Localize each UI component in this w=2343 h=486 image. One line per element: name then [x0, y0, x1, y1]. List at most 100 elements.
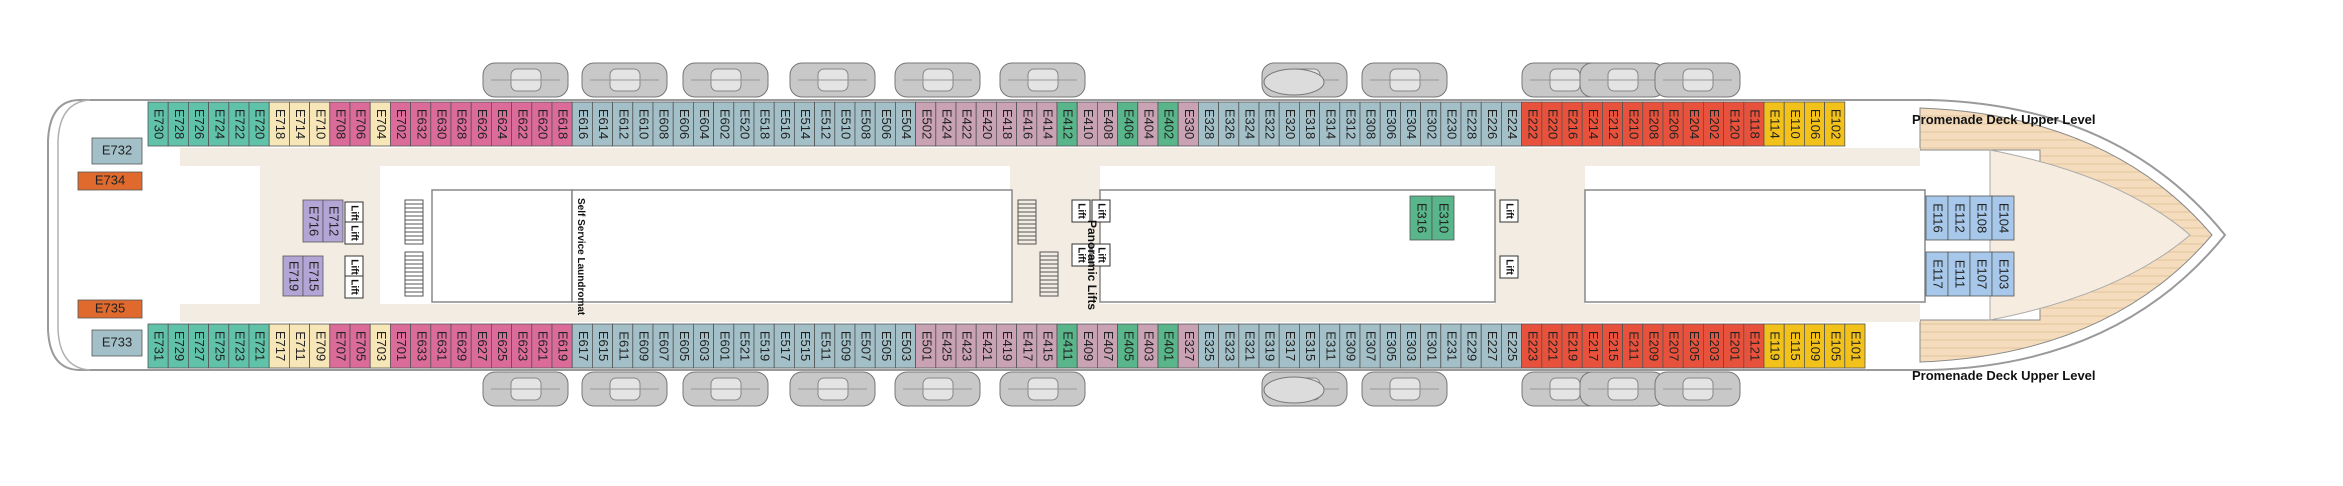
- cabin-e628[interactable]: E628: [450, 101, 472, 147]
- cabin-e112[interactable]: E112: [1947, 195, 1971, 241]
- cabin-e211[interactable]: E211: [1622, 323, 1644, 369]
- cabin-e230[interactable]: E230: [1440, 101, 1462, 147]
- cabin-e706[interactable]: E706: [349, 101, 371, 147]
- cabin-e424[interactable]: E424: [935, 101, 957, 147]
- cabin-e111[interactable]: E111: [1947, 251, 1971, 297]
- cabin-e733[interactable]: E733: [91, 329, 143, 357]
- cabin-e106[interactable]: E106: [1804, 101, 1826, 147]
- cabin-e512[interactable]: E512: [814, 101, 836, 147]
- cabin-e412[interactable]: E412: [1056, 101, 1078, 147]
- cabin-e217[interactable]: E217: [1581, 323, 1603, 369]
- cabin-e735[interactable]: E735: [77, 299, 143, 319]
- cabin-e118[interactable]: E118: [1743, 101, 1765, 147]
- cabin-e109[interactable]: E109: [1804, 323, 1826, 369]
- cabin-e510[interactable]: E510: [834, 101, 856, 147]
- cabin-e405[interactable]: E405: [1117, 323, 1139, 369]
- cabin-e708[interactable]: E708: [329, 101, 351, 147]
- cabin-e701[interactable]: E701: [389, 323, 411, 369]
- cabin-e607[interactable]: E607: [652, 323, 674, 369]
- cabin-e220[interactable]: E220: [1541, 101, 1563, 147]
- cabin-e104[interactable]: E104: [1991, 195, 2015, 241]
- cabin-e114[interactable]: E114: [1763, 101, 1785, 147]
- cabin-e505[interactable]: E505: [874, 323, 896, 369]
- cabin-e402[interactable]: E402: [1157, 101, 1179, 147]
- cabin-e508[interactable]: E508: [854, 101, 876, 147]
- cabin-e611[interactable]: E611: [612, 323, 634, 369]
- cabin-e419[interactable]: E419: [996, 323, 1018, 369]
- lift-9[interactable]: Lift: [1499, 199, 1519, 223]
- cabin-e514[interactable]: E514: [794, 101, 816, 147]
- cabin-e302[interactable]: E302: [1420, 101, 1442, 147]
- cabin-e711[interactable]: E711: [288, 323, 310, 369]
- lift-2[interactable]: Lift: [344, 221, 364, 245]
- cabin-e724[interactable]: E724: [208, 101, 230, 147]
- cabin-e707[interactable]: E707: [329, 323, 351, 369]
- cabin-e207[interactable]: E207: [1662, 323, 1684, 369]
- cabin-e115[interactable]: E115: [1783, 323, 1805, 369]
- lift-6[interactable]: Lift: [1091, 199, 1111, 223]
- cabin-e319[interactable]: E319: [1258, 323, 1280, 369]
- cabin-e204[interactable]: E204: [1682, 101, 1704, 147]
- cabin-e714[interactable]: E714: [288, 101, 310, 147]
- cabin-e615[interactable]: E615: [592, 323, 614, 369]
- cabin-e107[interactable]: E107: [1969, 251, 1993, 297]
- cabin-e327[interactable]: E327: [1177, 323, 1199, 369]
- cabin-e608[interactable]: E608: [652, 101, 674, 147]
- cabin-e629[interactable]: E629: [450, 323, 472, 369]
- cabin-e205[interactable]: E205: [1682, 323, 1704, 369]
- cabin-e621[interactable]: E621: [531, 323, 553, 369]
- cabin-e214[interactable]: E214: [1581, 101, 1603, 147]
- cabin-e305[interactable]: E305: [1379, 323, 1401, 369]
- cabin-e614[interactable]: E614: [592, 101, 614, 147]
- cabin-e601[interactable]: E601: [713, 323, 735, 369]
- cabin-e616[interactable]: E616: [571, 101, 593, 147]
- cabin-e721[interactable]: E721: [248, 323, 270, 369]
- cabin-e507[interactable]: E507: [854, 323, 876, 369]
- cabin-e121[interactable]: E121: [1743, 323, 1765, 369]
- cabin-e515[interactable]: E515: [794, 323, 816, 369]
- cabin-e423[interactable]: E423: [955, 323, 977, 369]
- cabin-e521[interactable]: E521: [733, 323, 755, 369]
- cabin-e605[interactable]: E605: [672, 323, 694, 369]
- cabin-e325[interactable]: E325: [1198, 323, 1220, 369]
- cabin-e501[interactable]: E501: [915, 323, 937, 369]
- cabin-e403[interactable]: E403: [1137, 323, 1159, 369]
- cabin-e732[interactable]: E732: [91, 137, 143, 165]
- cabin-e410[interactable]: E410: [1076, 101, 1098, 147]
- cabin-e506[interactable]: E506: [874, 101, 896, 147]
- cabin-e110[interactable]: E110: [1783, 101, 1805, 147]
- cabin-e223[interactable]: E223: [1521, 323, 1543, 369]
- cabin-e610[interactable]: E610: [632, 101, 654, 147]
- cabin-e518[interactable]: E518: [753, 101, 775, 147]
- cabin-e703[interactable]: E703: [369, 323, 391, 369]
- cabin-e504[interactable]: E504: [895, 101, 917, 147]
- cabin-e208[interactable]: E208: [1642, 101, 1664, 147]
- cabin-e625[interactable]: E625: [490, 323, 512, 369]
- cabin-e620[interactable]: E620: [531, 101, 553, 147]
- cabin-e517[interactable]: E517: [773, 323, 795, 369]
- cabin-e730[interactable]: E730: [147, 101, 169, 147]
- cabin-e105[interactable]: E105: [1824, 323, 1846, 369]
- cabin-e201[interactable]: E201: [1723, 323, 1745, 369]
- cabin-e228[interactable]: E228: [1460, 101, 1482, 147]
- cabin-e705[interactable]: E705: [349, 323, 371, 369]
- cabin-e202[interactable]: E202: [1703, 101, 1725, 147]
- cabin-e617[interactable]: E617: [571, 323, 593, 369]
- cabin-e328[interactable]: E328: [1198, 101, 1220, 147]
- cabin-e728[interactable]: E728: [167, 101, 189, 147]
- cabin-e626[interactable]: E626: [470, 101, 492, 147]
- cabin-e203[interactable]: E203: [1703, 323, 1725, 369]
- cabin-e411[interactable]: E411: [1056, 323, 1078, 369]
- cabin-e734[interactable]: E734: [77, 171, 143, 191]
- cabin-e219[interactable]: E219: [1561, 323, 1583, 369]
- cabin-e729[interactable]: E729: [167, 323, 189, 369]
- cabin-e623[interactable]: E623: [511, 323, 533, 369]
- cabin-e716[interactable]: E716: [302, 199, 324, 243]
- cabin-e624[interactable]: E624: [490, 101, 512, 147]
- cabin-e502[interactable]: E502: [915, 101, 937, 147]
- cabin-e631[interactable]: E631: [430, 323, 452, 369]
- cabin-e519[interactable]: E519: [753, 323, 775, 369]
- cabin-e117[interactable]: E117: [1925, 251, 1949, 297]
- cabin-e231[interactable]: E231: [1440, 323, 1462, 369]
- cabin-e215[interactable]: E215: [1602, 323, 1624, 369]
